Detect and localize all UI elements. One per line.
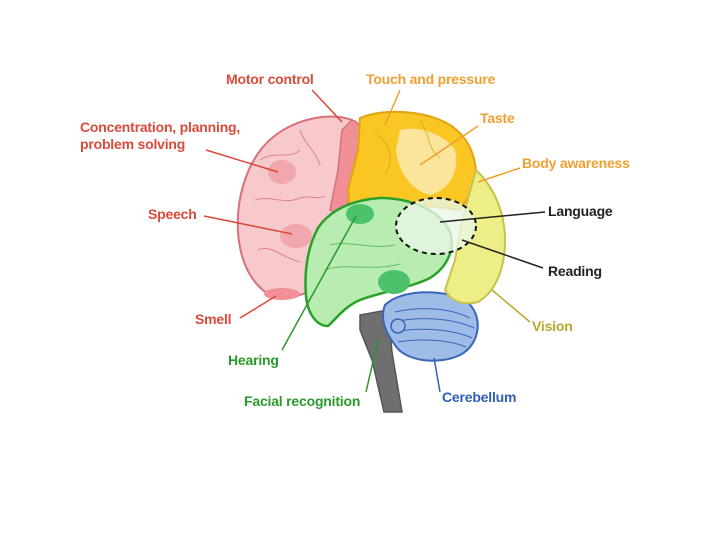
label-speech: Speech [148,206,197,222]
label-vision: Vision [532,318,573,334]
smell-spot [264,288,300,300]
frontal-spot [268,160,296,184]
label-language: Language [548,203,613,219]
speech-spot [280,224,312,248]
hearing-spot [346,204,374,224]
temporal-gyri [324,243,401,271]
taste-area [396,128,457,195]
label-taste: Taste [480,110,515,126]
label-body-awareness: Body awareness [522,155,630,171]
label-cerebellum: Cerebellum [442,389,517,405]
label-touch-pressure: Touch and pressure [366,71,496,87]
label-motor-control: Motor control [226,71,314,87]
label-concentration: Concentration, planning, problem solving [80,119,241,152]
facial-spot [378,270,410,294]
language-region [395,197,477,255]
cerebellum-node [390,318,406,334]
occipital-lobe [443,168,507,305]
label-facial-recognition: Facial recognition [244,393,361,409]
frontal-gyri [254,129,326,263]
leader-lines [203,89,546,393]
label-smell: Smell [195,311,232,327]
parietal-gyri [374,119,441,176]
label-hearing: Hearing [228,352,279,368]
label-reading: Reading [548,263,602,279]
